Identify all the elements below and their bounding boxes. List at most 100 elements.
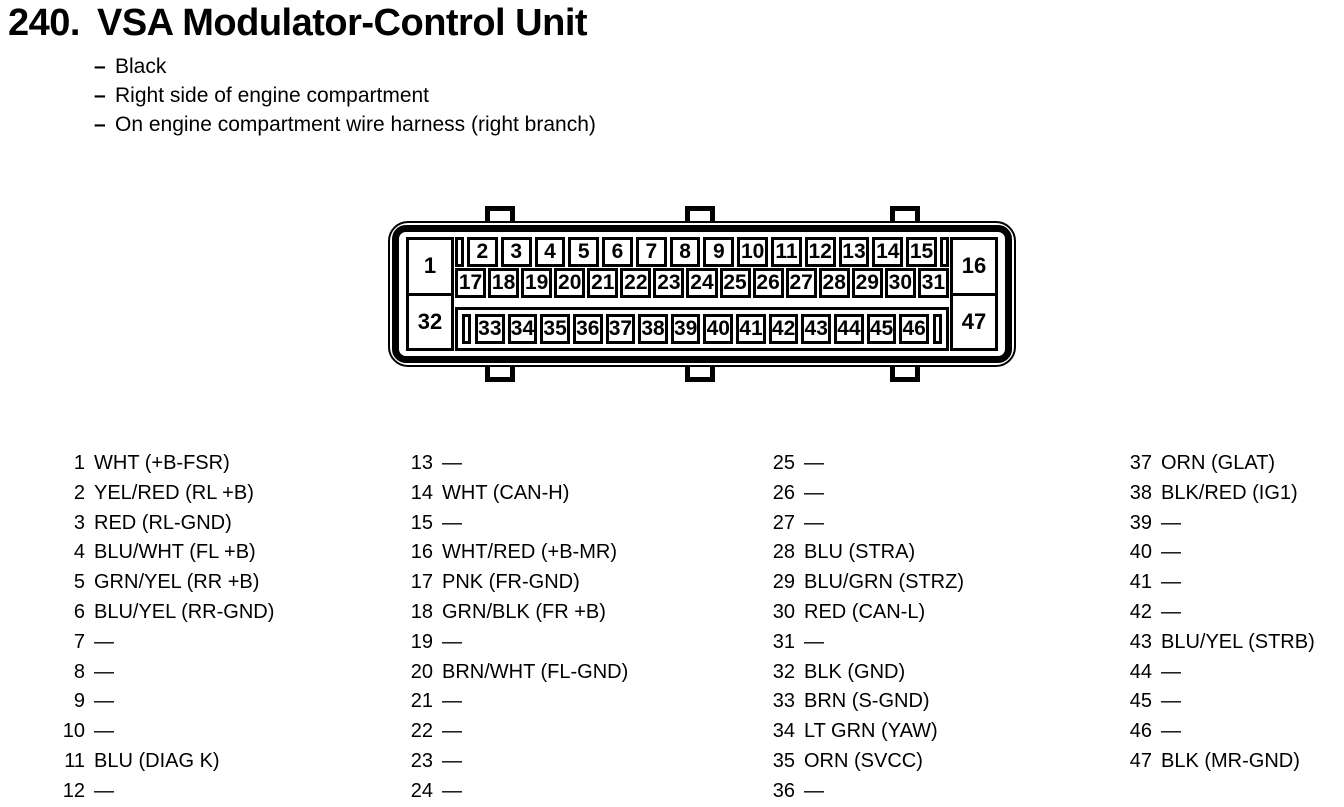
pin-wire-label: BLU/YEL (RR-GND) — [94, 600, 275, 623]
pin-number: 12 — [62, 779, 85, 802]
pin-list-row: 18 GRN/BLK (FR +B) — [403, 598, 628, 628]
pin-list-row: 31— — [765, 628, 964, 658]
pin-number: 41 — [1129, 571, 1152, 594]
pin-list-row: 12— — [55, 777, 274, 807]
pin-wire-label: BRN/WHT (FL-GND) — [442, 660, 629, 683]
pin-number: 11 — [64, 749, 85, 772]
note-line: –Black — [94, 52, 596, 81]
pin-cell-9: 9 — [703, 237, 735, 267]
pin-wire-label: WHT (+B-FSR) — [94, 452, 230, 474]
pin-number: 47 — [1129, 749, 1152, 772]
note-line: –Right side of engine compartment — [94, 81, 596, 110]
pin-list-row: 20 BRN/WHT (FL-GND) — [403, 658, 629, 688]
pin-list-row: 46— — [1122, 717, 1315, 747]
pin-list-row: 42— — [1122, 598, 1315, 628]
note-dash: – — [94, 55, 106, 78]
pin-number: 7 — [73, 630, 85, 653]
pin-number: 27 — [772, 511, 795, 534]
pin-list-row: 13— — [403, 449, 628, 479]
pin-box-16: 16 — [950, 237, 998, 296]
pin-wire-label: — — [442, 690, 462, 713]
pin-cell-4: 4 — [534, 237, 566, 267]
pin-list-row: 3 RED (RL-GND) — [55, 509, 274, 539]
pin-cell-6: 6 — [602, 237, 633, 267]
page-title: 240. VSA Modulator-Control Unit — [8, 2, 588, 44]
pin-list-row: 27— — [765, 509, 964, 539]
pin-number: 1 — [73, 452, 85, 474]
pin-list-row: 10— — [55, 717, 274, 747]
pin-list-row: 17 PNK (FR-GND) — [403, 568, 628, 598]
pin-number: 20 — [410, 660, 433, 683]
pin-cell-37: 37 — [605, 314, 636, 344]
connector-divider-gap — [455, 298, 949, 307]
pin-number: 42 — [1129, 600, 1152, 623]
pin-number: 46 — [1129, 720, 1152, 743]
pin-box-1: 1 — [406, 237, 454, 296]
pin-wire-label: WHT (CAN-H) — [442, 481, 570, 504]
pin-wire-label: RED (RL-GND) — [94, 511, 232, 534]
pin-number: 4 — [73, 541, 85, 564]
pin-wire-label: BRN (S-GND) — [804, 690, 930, 713]
pin-number: 21 — [410, 690, 433, 713]
pin-wire-label: — — [94, 720, 114, 743]
pin-cell-7: 7 — [635, 237, 667, 267]
pin-list-row: 23— — [403, 747, 628, 777]
pin-wire-label: GRN/BLK (FR +B) — [442, 600, 606, 623]
pin-list-row: 41 — — [1122, 568, 1315, 598]
pin-cell-20: 20 — [554, 268, 586, 298]
pin-wire-label: BLK/RED (IG1) — [1161, 481, 1298, 504]
pin-wire-label: — — [1161, 660, 1181, 683]
note-dash: – — [94, 84, 106, 107]
pin-wire-label: BLU/YEL (STRB) — [1161, 630, 1315, 653]
pin-number: 18 — [410, 600, 433, 623]
blank-key-slot — [462, 314, 471, 344]
pin-list-row: 19— — [403, 628, 628, 658]
pin-cell-45: 45 — [866, 314, 897, 344]
pin-number: 34 — [772, 720, 795, 743]
pin-list-row: 24— — [403, 777, 628, 807]
blank-key-slot — [455, 237, 464, 267]
pin-wire-label: YEL/RED (RL +B) — [94, 481, 254, 504]
pin-cell-43: 43 — [801, 314, 832, 344]
pin-number: 26 — [772, 481, 795, 504]
pin-number: 32 — [772, 660, 795, 683]
pin-number: 3 — [73, 511, 85, 534]
pin-wire-label: — — [804, 452, 824, 474]
pin-wire-label: — — [1161, 571, 1181, 594]
pin-list-row: 21 — — [403, 687, 628, 717]
pin-wire-label: — — [1161, 541, 1181, 564]
pin-wire-label: PNK (FR-GND) — [442, 571, 580, 594]
pin-wire-label: — — [442, 511, 462, 534]
pin-cell-30: 30 — [884, 268, 916, 298]
pin-wire-label: — — [442, 452, 462, 474]
pin-wire-label: WHT/RED (+B-MR) — [442, 541, 617, 564]
pin-cell-3: 3 — [500, 237, 532, 267]
pin-number: 23 — [410, 749, 433, 772]
pin-wire-label: — — [442, 720, 462, 743]
note-line: –On engine compartment wire harness (rig… — [94, 110, 596, 139]
pin-number: 30 — [772, 600, 795, 623]
pin-wire-label: BLK (GND) — [804, 660, 906, 683]
pin-number: 17 — [410, 571, 433, 594]
pin-cell-29: 29 — [851, 268, 883, 298]
pin-cell-2: 2 — [467, 237, 498, 267]
pin-wire-label: — — [442, 779, 462, 802]
blank-key-slot — [933, 314, 942, 344]
pin-list-row: 36— — [765, 777, 964, 807]
pin-list-row: 39— — [1122, 509, 1315, 539]
pin-cell-27: 27 — [785, 268, 817, 298]
